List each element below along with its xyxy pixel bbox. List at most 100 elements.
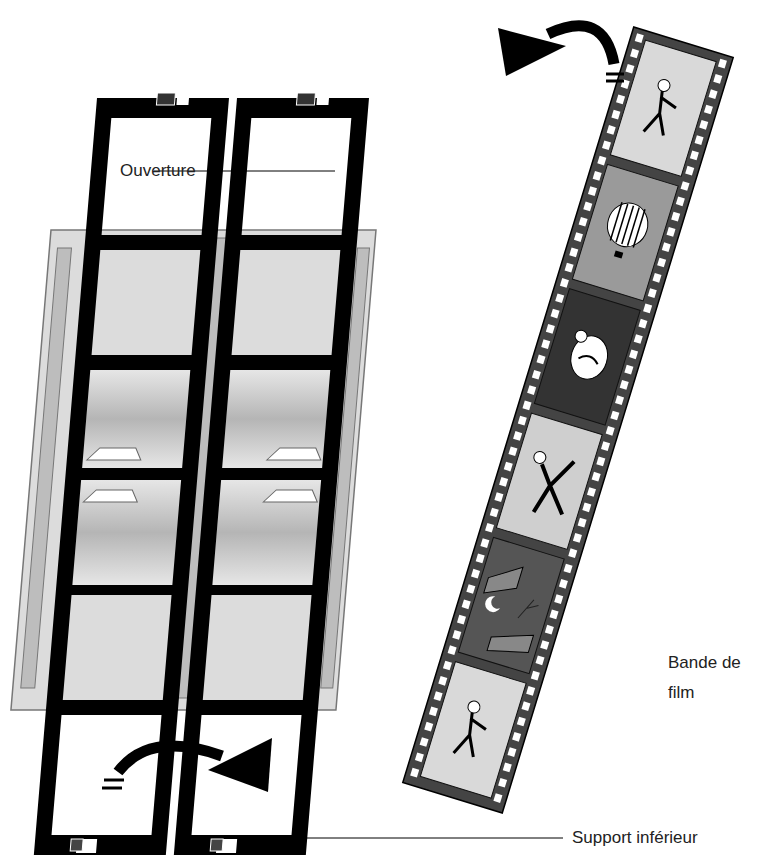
sprocket-hole: [607, 125, 616, 135]
sprocket-hole: [616, 95, 625, 105]
frame-body: [34, 98, 229, 855]
sprocket-hole: [593, 171, 602, 181]
sprocket-hole: [545, 625, 554, 635]
sprocket-hole: [499, 477, 508, 487]
sprocket-hole: [546, 324, 555, 334]
sprocket-hole: [615, 395, 624, 405]
film-clip: [83, 490, 138, 502]
frame-tab: [296, 93, 315, 105]
sprocket-hole: [610, 411, 619, 421]
sprocket-hole: [480, 538, 489, 548]
sprocket-hole: [424, 722, 433, 732]
sprocket-hole: [709, 89, 718, 99]
film-clip: [263, 490, 318, 502]
sprocket-hole: [457, 615, 466, 625]
sprocket-hole: [526, 686, 535, 696]
sprocket-hole: [638, 319, 647, 329]
sprocket-hole: [512, 732, 521, 742]
sprocket-hole: [704, 105, 713, 115]
sprocket-hole: [504, 462, 513, 472]
frame-tab: [70, 839, 83, 851]
frame-notch: [316, 97, 329, 105]
sprocket-hole: [443, 661, 452, 671]
sprocket-hole: [517, 717, 526, 727]
sprocket-hole: [493, 793, 502, 803]
close-arrow: [102, 738, 272, 792]
sprocket-hole: [676, 196, 685, 206]
sprocket-hole: [648, 288, 657, 298]
sprocket-hole: [625, 64, 634, 74]
sprocket-hole: [713, 74, 722, 84]
part-label: Bande de film: [668, 648, 764, 708]
sprocket-hole: [565, 263, 574, 273]
sprocket-hole: [582, 502, 591, 512]
sprocket-hole: [597, 156, 606, 166]
sprocket-hole: [695, 135, 704, 145]
sprocket-hole: [643, 304, 652, 314]
sprocket-hole: [624, 365, 633, 375]
part-label: Support inférieur: [572, 823, 698, 853]
sprocket-hole: [513, 431, 522, 441]
sprocket-hole: [635, 33, 644, 43]
sprocket-hole: [685, 166, 694, 176]
sprocket-hole: [550, 610, 559, 620]
sprocket-hole: [559, 579, 568, 589]
sprocket-hole: [657, 258, 666, 268]
film-frame: [496, 413, 602, 549]
frame-tab: [210, 839, 223, 851]
sprocket-hole: [662, 242, 671, 252]
film-clip: [267, 448, 322, 460]
window-shade: [82, 370, 190, 468]
sprocket-hole: [681, 181, 690, 191]
sprocket-hole: [476, 554, 485, 564]
sprocket-hole: [592, 472, 601, 482]
sprocket-hole: [508, 446, 517, 456]
film-frame: [458, 537, 564, 673]
sprocket-hole: [555, 293, 564, 303]
window-shade: [222, 370, 330, 468]
sprocket-hole: [541, 339, 550, 349]
film-frame: [610, 40, 716, 176]
sprocket-hole: [551, 309, 560, 319]
sprocket-hole: [522, 401, 531, 411]
sprocket-hole: [629, 349, 638, 359]
sprocket-hole: [573, 533, 582, 543]
sprocket-hole: [415, 752, 424, 762]
sprocket-hole: [438, 676, 447, 686]
sprocket-hole: [498, 778, 507, 788]
sprocket-hole: [611, 110, 620, 120]
sprocket-hole: [531, 671, 540, 681]
sprocket-hole: [518, 416, 527, 426]
sprocket-hole: [490, 508, 499, 518]
sprocket-hole: [579, 217, 588, 227]
sprocket-hole: [485, 523, 494, 533]
sprocket-hole: [507, 747, 516, 757]
sprocket-hole: [466, 584, 475, 594]
sprocket-hole: [452, 630, 461, 640]
insert-arrow: [498, 26, 624, 81]
sprocket-hole: [448, 645, 457, 655]
sprocket-hole: [560, 278, 569, 288]
sprocket-hole: [527, 385, 536, 395]
sprocket-hole: [587, 487, 596, 497]
part-label: Ouverture: [120, 156, 196, 186]
frame-tab: [156, 93, 175, 105]
sprocket-hole: [540, 640, 549, 650]
sprocket-hole: [564, 564, 573, 574]
sprocket-hole: [521, 701, 530, 711]
film-frame: [572, 164, 678, 300]
sprocket-hole: [583, 202, 592, 212]
sprocket-hole: [620, 380, 629, 390]
sprocket-hole: [606, 426, 615, 436]
window-shade: [212, 480, 321, 585]
sprocket-hole: [578, 518, 587, 528]
sprocket-hole: [568, 548, 577, 558]
sprocket-hole: [434, 691, 443, 701]
film-clip: [87, 448, 142, 460]
sprocket-hole: [596, 457, 605, 467]
sprocket-hole: [471, 569, 480, 579]
sprocket-hole: [537, 355, 546, 365]
holder-frame: [174, 93, 370, 855]
sprocket-hole: [634, 334, 643, 344]
